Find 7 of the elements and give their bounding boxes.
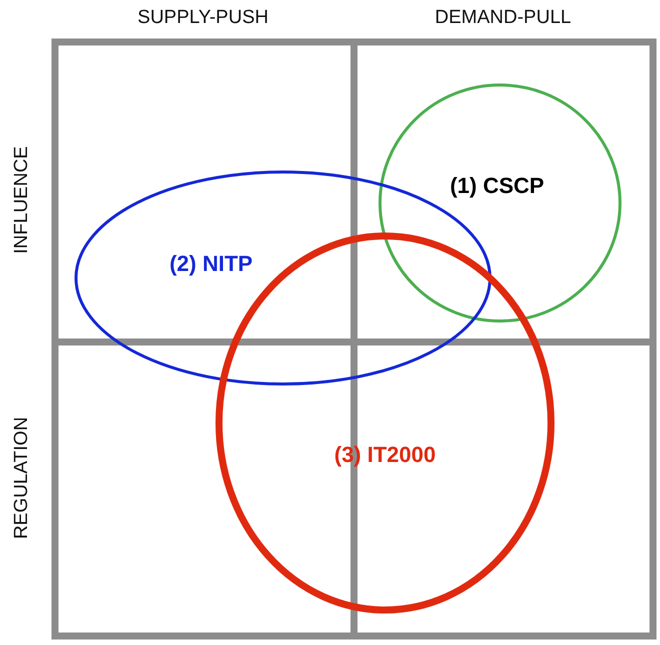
row-header: INFLUENCE [11, 146, 33, 254]
column-header: SUPPLY-PUSH [138, 7, 268, 29]
node-label: (3) IT2000 [334, 442, 436, 468]
node-label: (1) CSCP [450, 173, 544, 199]
node-label: (2) NITP [169, 251, 253, 277]
column-header: DEMAND-PULL [434, 7, 572, 29]
row-header: REGULATION [11, 416, 33, 540]
